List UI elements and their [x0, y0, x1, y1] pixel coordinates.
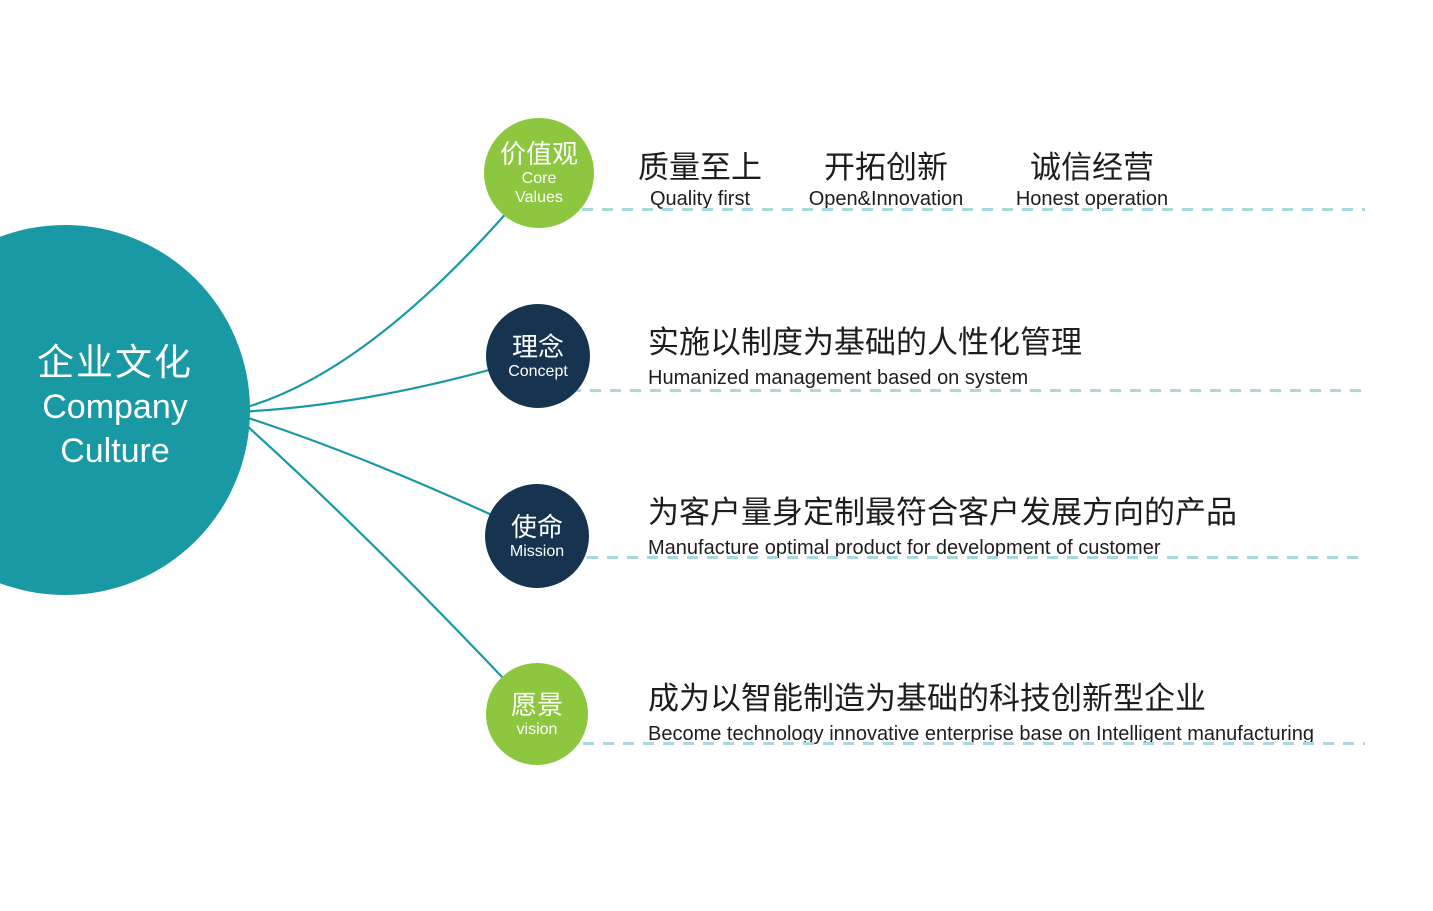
- node-concept-label-zh: 理念: [511, 331, 564, 362]
- node-core-values-label-en1: Core: [521, 170, 557, 187]
- node-core-values-label-zh: 价值观: [499, 139, 578, 169]
- node-concept: 理念 Concept: [486, 304, 590, 408]
- node-mission-label-en: Mission: [509, 542, 565, 560]
- node-mission: 使命 Mission: [485, 484, 589, 588]
- connector-vision: [235, 415, 538, 715]
- mission-text-en: Manufacture optimal product for developm…: [648, 537, 1161, 559]
- core-values-item-quality-en: Quality first: [649, 188, 751, 210]
- node-vision: 愿景 vision: [486, 663, 588, 765]
- concept-text-zh: 实施以制度为基础的人性化管理: [648, 325, 1082, 360]
- core-values-item-quality-zh: 质量至上: [638, 150, 762, 185]
- main-title: 企业文化 Company Culture: [0, 341, 230, 473]
- main-title-chinese: 企业文化: [37, 342, 193, 383]
- node-core-values: 价值观 Core Values: [484, 118, 594, 228]
- vision-text-zh: 成为以智能制造为基础的科技创新型企业: [648, 681, 1206, 716]
- main-title-english-line1: Company: [42, 388, 188, 426]
- core-values-item-innovation-zh: 开拓创新: [824, 150, 948, 185]
- vision-text-en: Become technology innovative enterprise …: [648, 723, 1314, 745]
- core-values-item-innovation-en: Open&Innovation: [808, 188, 964, 210]
- node-mission-label-zh: 使命: [510, 511, 563, 542]
- core-values-item-honest: 诚信经营 Honest operation: [1016, 150, 1168, 212]
- divider-vision: [583, 742, 1365, 745]
- node-vision-label-en: vision: [516, 720, 558, 738]
- node-core-values-label-en2: Values: [515, 189, 563, 206]
- mission-text-zh: 为客户量身定制最符合客户发展方向的产品: [648, 495, 1237, 530]
- core-values-item-quality: 质量至上 Quality first: [638, 150, 762, 212]
- core-values-item-innovation: 开拓创新 Open&Innovation: [809, 150, 964, 212]
- node-concept-label-en: Concept: [508, 362, 568, 380]
- divider-core-values: [582, 208, 1365, 211]
- main-title-english-line2: Culture: [60, 432, 170, 470]
- connector-core-values: [235, 174, 540, 412]
- core-values-item-honest-zh: 诚信经营: [1029, 150, 1154, 185]
- node-vision-label-zh: 愿景: [510, 689, 563, 720]
- divider-mission: [567, 556, 1365, 559]
- divider-concept: [570, 389, 1365, 392]
- core-values-item-honest-en: Honest operation: [1015, 188, 1169, 210]
- concept-text-en: Humanized management based on system: [648, 367, 1029, 389]
